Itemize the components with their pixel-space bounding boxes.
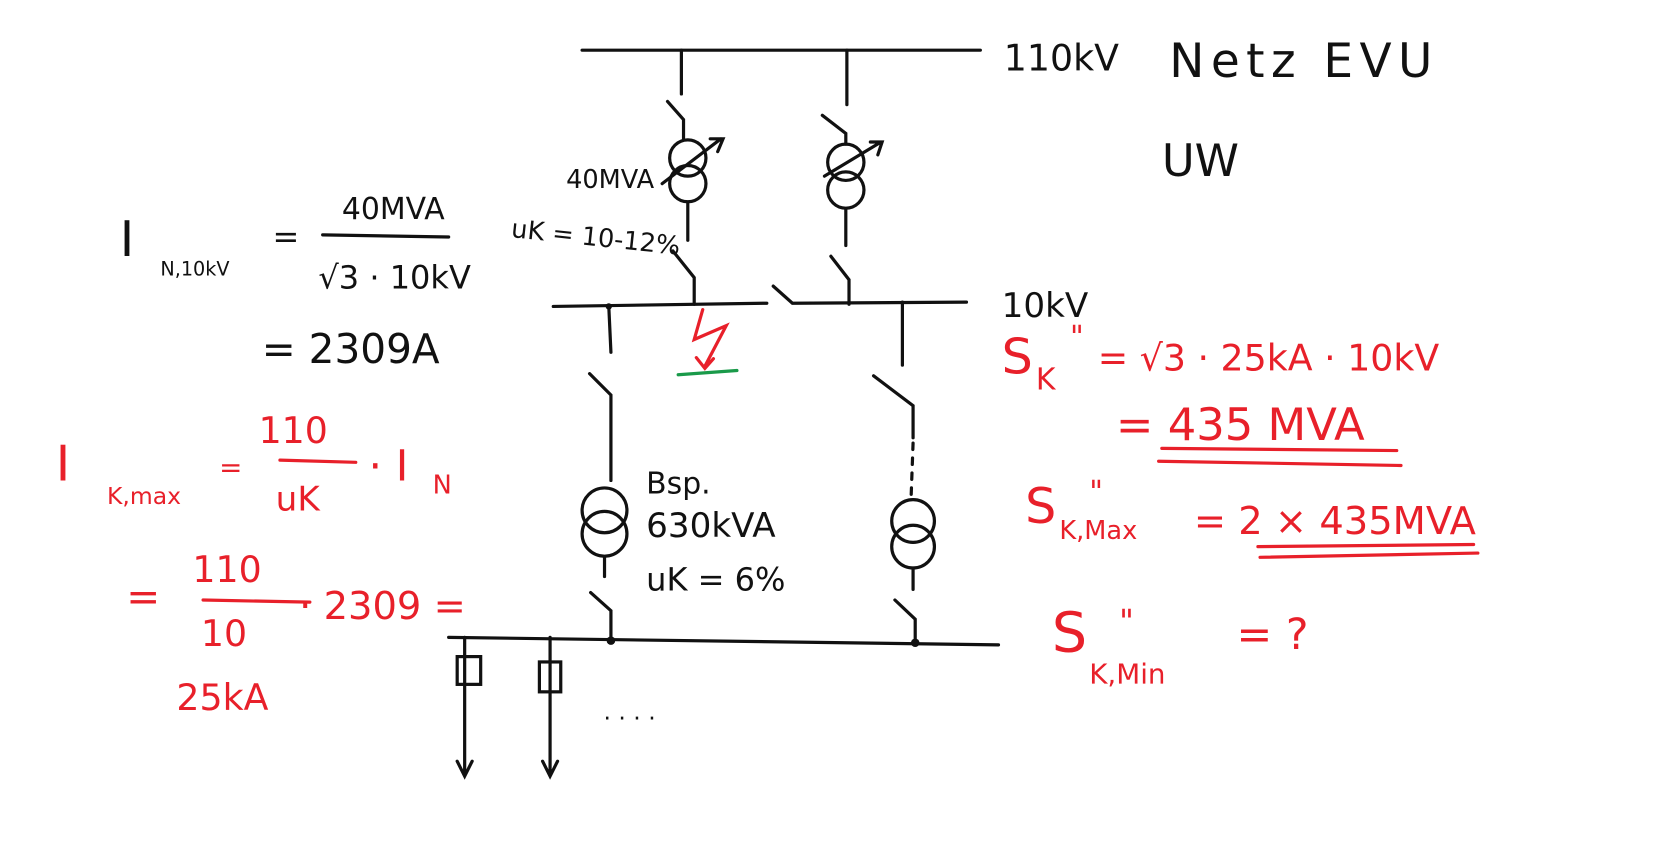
formula-subscript: N: [433, 470, 452, 500]
formula-symbol: I: [120, 210, 134, 268]
formula-subscript: K,max: [107, 482, 181, 510]
formula-value: · 2309 =: [299, 584, 466, 629]
formula-superscript: ": [1119, 602, 1134, 640]
formula-denominator: √3 · 10kV: [318, 258, 471, 296]
formula-subscript: K,Max: [1059, 516, 1137, 546]
formula-subscript: K: [1036, 363, 1057, 398]
distribution-transformer-630kva: [580, 304, 629, 641]
formula-superscript: ": [1089, 475, 1103, 510]
fault-lightning-icon: [676, 308, 739, 377]
formula-rhs: = ?: [1237, 610, 1309, 660]
formula-symbol: S: [1052, 600, 1087, 665]
busbar-lv: [447, 635, 1001, 647]
formula-symbol: S: [1025, 477, 1056, 535]
transformer-40mva-1: [660, 48, 726, 306]
label-tr-uk: uK = 10-12%: [510, 214, 682, 262]
formula-numerator: 110: [259, 409, 328, 452]
label-110kv: 110kV: [1004, 36, 1119, 79]
label-grid: Netz EVU: [1169, 34, 1438, 89]
formula-subscript: K,Min: [1089, 657, 1165, 690]
label-dist-uk: uK = 6%: [646, 560, 785, 598]
label-more-feeders: · · · ·: [603, 704, 655, 732]
formula-equals: =: [126, 573, 160, 621]
distribution-transformer-2: [871, 300, 937, 641]
formula-short-circuit-current: I K,max = 110 uK · I N = 110 10 · 2309 =…: [56, 409, 466, 719]
outgoing-feeder-1: [455, 635, 483, 780]
formula-numerator: 40MVA: [342, 192, 445, 227]
formula-symbol: I: [56, 434, 70, 492]
formula-rated-current: I N,10kV = 40MVA √3 · 10kV = 2309A: [120, 192, 471, 373]
formula-rhs: = 2 × 435MVA: [1194, 499, 1476, 544]
outgoing-feeder-2: [537, 635, 563, 780]
formula-result: 25kA: [176, 676, 268, 719]
formula-equals: =: [219, 451, 242, 484]
formula-multiplier: · I: [369, 441, 409, 491]
formula-subscript: N,10kV: [160, 257, 229, 280]
label-10kv: 10kV: [1002, 286, 1089, 326]
formula-numerator: 110: [192, 548, 261, 591]
busbar-10kv: [551, 284, 969, 310]
label-substation: UW: [1162, 134, 1239, 187]
formula-result: = 2309A: [262, 325, 440, 373]
label-tr-rating: 40MVA: [566, 165, 655, 195]
formula-max-short-circuit-power: S K,Max " = 2 × 435MVA: [1025, 475, 1480, 559]
formula-equals: =: [272, 218, 299, 256]
formula-symbol: S: [1002, 328, 1033, 386]
label-dist-rating: 630kVA: [646, 506, 776, 546]
transformer-40mva-2: [820, 48, 885, 306]
label-example: Bsp.: [646, 466, 711, 501]
formula-denominator: uK: [276, 479, 322, 519]
formula-rhs: = √3 · 25kA · 10kV: [1098, 336, 1440, 379]
formula-min-short-circuit-power: S K,Min " = ?: [1052, 600, 1309, 690]
formula-short-circuit-power: S K " = √3 · 25kA · 10kV = 435 MVA: [1002, 320, 1440, 468]
formula-result: = 435 MVA: [1116, 398, 1365, 451]
formula-superscript: ": [1070, 320, 1084, 355]
formula-denominator: 10: [201, 612, 247, 655]
